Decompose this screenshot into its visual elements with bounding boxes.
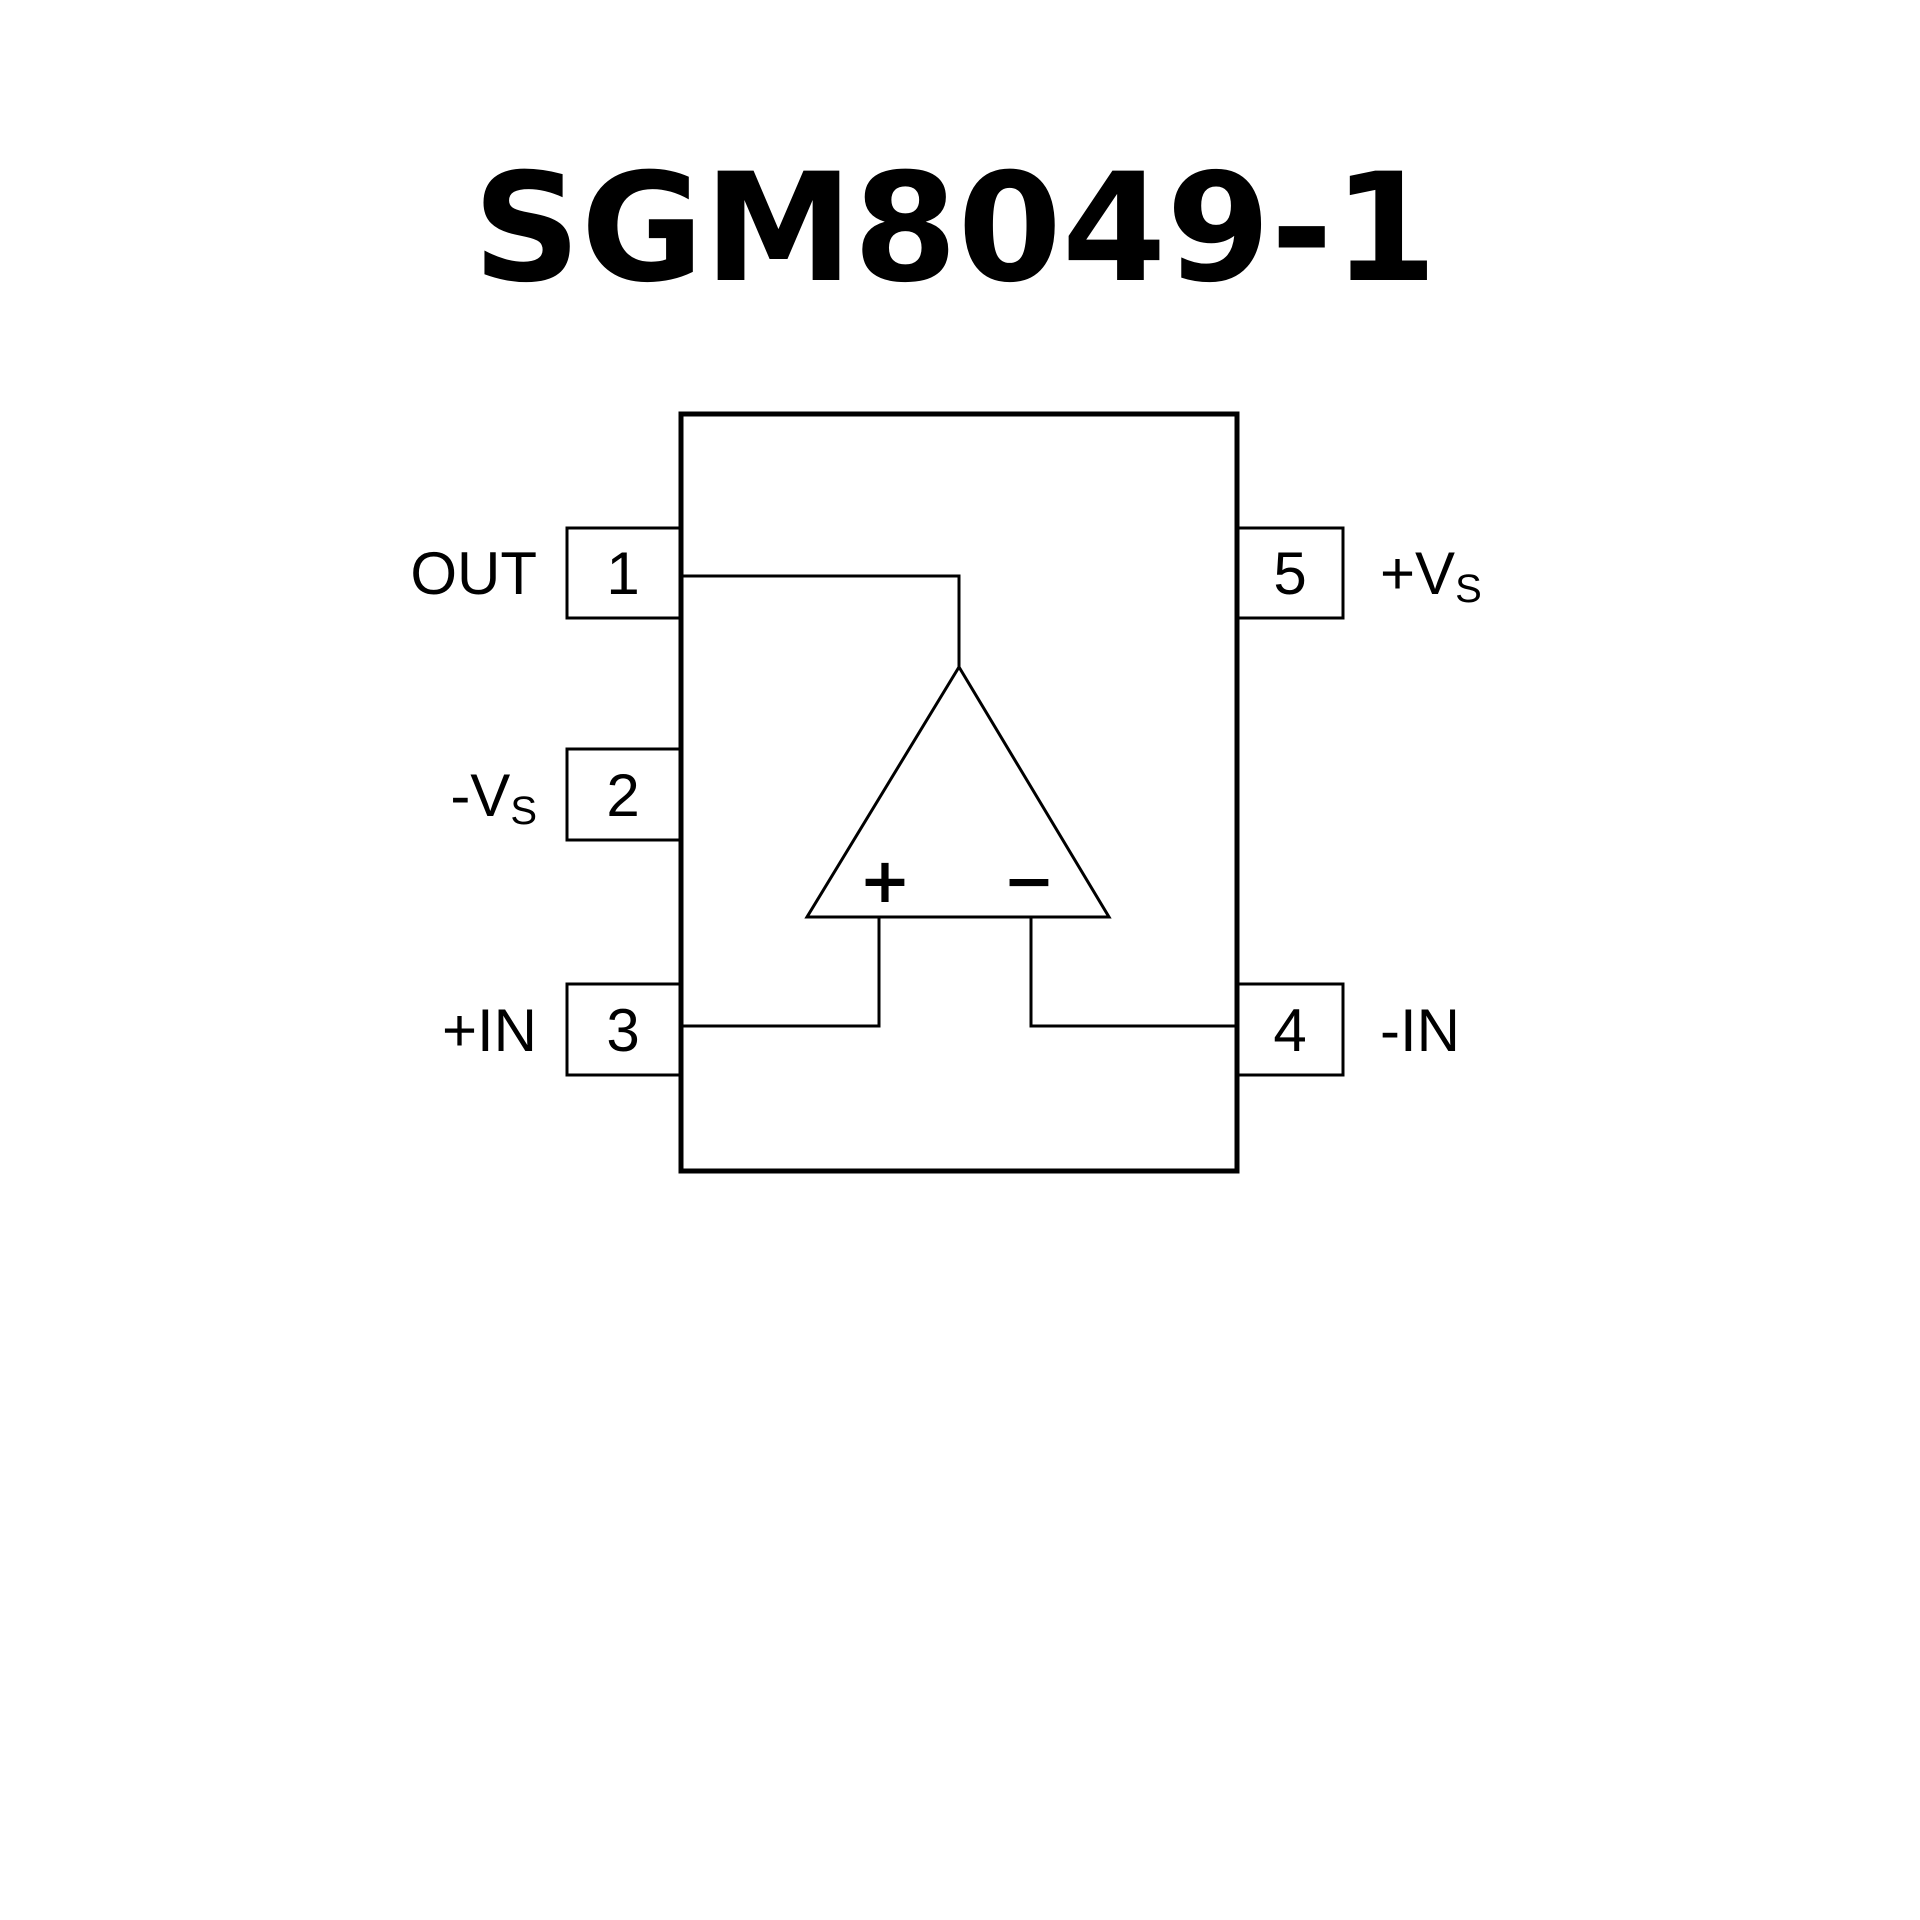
- pin-1-number: 1: [606, 540, 639, 607]
- opamp-triangle: [804, 664, 1112, 919]
- output-wire: [681, 574, 961, 667]
- chip-body: [678, 411, 1240, 1174]
- minus-input-wire: [1029, 917, 1237, 1028]
- part-title: SGM8049-1: [473, 142, 1438, 316]
- pin-1-label: OUT: [410, 540, 537, 607]
- pin-2-box: [565, 747, 681, 842]
- pin-3-box: [565, 982, 681, 1077]
- pin-4-number: 4: [1273, 997, 1306, 1064]
- pin-2-number: 2: [606, 762, 639, 829]
- noninverting-sign: +: [859, 844, 911, 917]
- pin-5-number: 5: [1273, 540, 1306, 607]
- pin-4-label: -IN: [1380, 997, 1460, 1064]
- pin-5-label: +VS: [1380, 540, 1482, 611]
- pin-5-box: [1237, 526, 1345, 620]
- plus-input-wire: [681, 917, 881, 1028]
- pin-2-label: -VS: [450, 762, 537, 833]
- inverting-sign: −: [1003, 844, 1055, 917]
- pin-1-box: [565, 526, 681, 620]
- pin-4-box: [1237, 982, 1345, 1077]
- pin-3-number: 3: [606, 997, 639, 1064]
- pin-3-label: +IN: [442, 997, 537, 1064]
